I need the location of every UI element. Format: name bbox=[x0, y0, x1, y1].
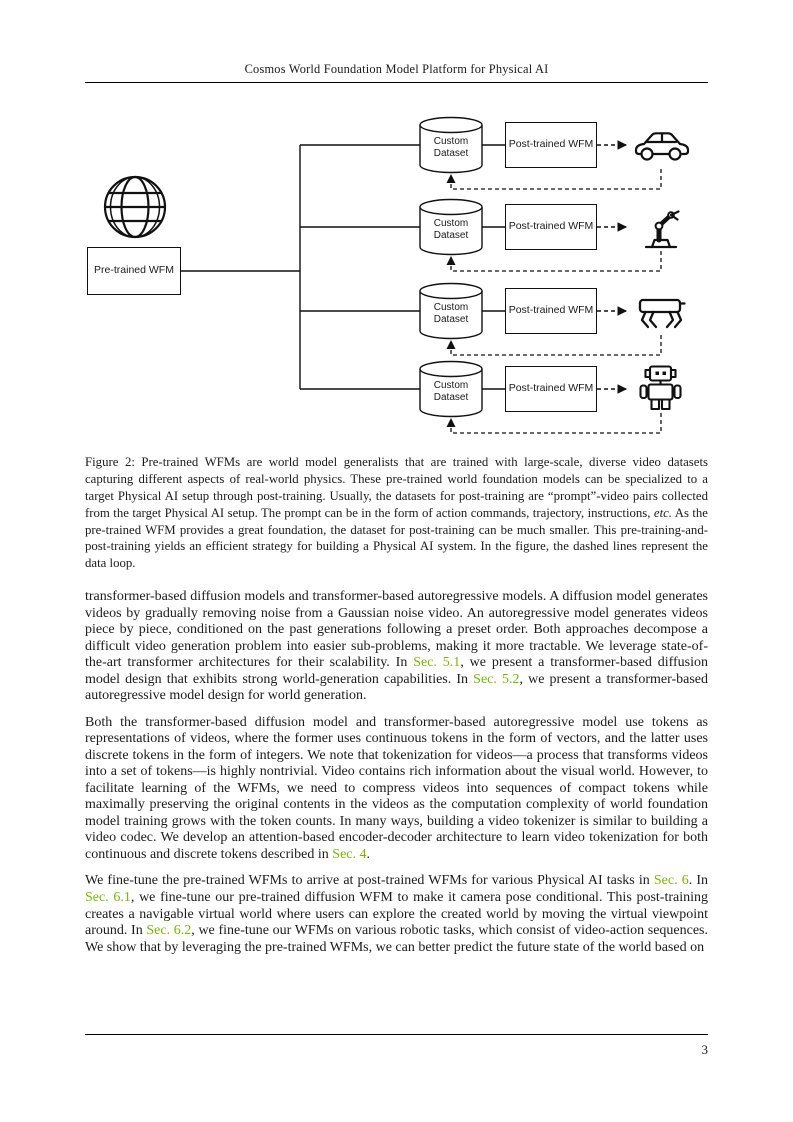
section-ref-link[interactable]: Sec. 6 bbox=[653, 873, 689, 889]
custom-dataset-label: Custom Dataset bbox=[433, 302, 469, 325]
body-paragraph-3: We fine-tune the pre-trained WFMs to arr… bbox=[85, 873, 708, 956]
page-number: 3 bbox=[701, 1042, 709, 1057]
text-run: etc. bbox=[653, 505, 673, 520]
post-trained-wfm-label: Post-trained WFM bbox=[508, 304, 594, 317]
figure-2: Pre-trained WFM Custom Dataset Custom Da… bbox=[85, 109, 708, 572]
section-ref-link[interactable]: Sec. 5.2 bbox=[473, 671, 520, 687]
post-trained-wfm-box: Post-trained WFM bbox=[505, 204, 597, 250]
paper-title-header: Cosmos World Foundation Model Platform f… bbox=[244, 62, 549, 76]
post-trained-wfm-box: Post-trained WFM bbox=[505, 122, 597, 168]
text-run: Both the transformer-based diffusion mod… bbox=[85, 714, 708, 862]
text-run: . bbox=[366, 846, 371, 862]
header-rule bbox=[85, 82, 708, 83]
globe-icon bbox=[103, 175, 167, 239]
text-run: transformer-based diffusion models and t… bbox=[85, 589, 708, 671]
page-footer: 3 bbox=[85, 1034, 708, 1058]
body-paragraph-2: Both the transformer-based diffusion mod… bbox=[85, 715, 708, 864]
section-ref-link[interactable]: Sec. 4 bbox=[332, 846, 367, 862]
post-trained-wfm-label: Post-trained WFM bbox=[508, 138, 594, 151]
pretrained-wfm-box: Pre-trained WFM bbox=[87, 247, 181, 295]
footer-rule bbox=[85, 1034, 708, 1035]
pretrained-wfm-label: Pre-trained WFM bbox=[94, 264, 174, 277]
figure-caption: Figure 2: Pre-trained WFMs are world mod… bbox=[85, 454, 708, 572]
dataset-cylinders bbox=[419, 116, 483, 418]
figure-2-diagram: Pre-trained WFM Custom Dataset Custom Da… bbox=[85, 109, 708, 441]
text-run: , we present a transformer-based autoreg… bbox=[85, 671, 709, 704]
figure-2-svg bbox=[103, 116, 690, 434]
custom-dataset-label: Custom Dataset bbox=[433, 380, 469, 403]
text-run: Figure 2: Pre-trained WFMs are world mod… bbox=[85, 455, 708, 520]
post-trained-wfm-box: Post-trained WFM bbox=[505, 288, 597, 334]
text-run: , we fine-tune our WFMs on various robot… bbox=[85, 923, 708, 955]
quadruped-robot-icon bbox=[638, 298, 686, 329]
text-run: , we present a transformer-based diffusi… bbox=[85, 655, 708, 687]
section-ref-link[interactable]: Sec. 6.1 bbox=[85, 890, 131, 905]
car-icon bbox=[634, 132, 690, 161]
text-run: . In bbox=[688, 873, 708, 889]
running-head: Cosmos World Foundation Model Platform f… bbox=[85, 62, 708, 83]
body-text: transformer-based diffusion models and t… bbox=[85, 589, 708, 956]
deploy-arrows bbox=[597, 140, 628, 394]
section-ref-link[interactable]: Sec. 6.2 bbox=[146, 923, 192, 939]
text-run: We fine-tune the pre-trained WFMs to arr… bbox=[85, 873, 654, 889]
custom-dataset-label: Custom Dataset bbox=[433, 136, 469, 159]
connector-lines bbox=[181, 144, 505, 390]
post-trained-wfm-label: Post-trained WFM bbox=[508, 220, 594, 233]
body-paragraph-1: transformer-based diffusion models and t… bbox=[85, 589, 708, 705]
section-ref-link[interactable]: Sec. 5.1 bbox=[413, 655, 461, 671]
humanoid-robot-icon bbox=[639, 365, 682, 411]
robot-arm-icon bbox=[644, 210, 680, 249]
post-trained-wfm-box: Post-trained WFM bbox=[505, 366, 597, 412]
post-trained-wfm-label: Post-trained WFM bbox=[508, 382, 594, 395]
text-run: , we fine-tune our pre-trained diffusion… bbox=[85, 890, 708, 939]
text-run: As the pre-trained WFM provides a great … bbox=[85, 505, 708, 571]
data-loop-lines bbox=[446, 169, 662, 434]
custom-dataset-label: Custom Dataset bbox=[433, 218, 469, 241]
